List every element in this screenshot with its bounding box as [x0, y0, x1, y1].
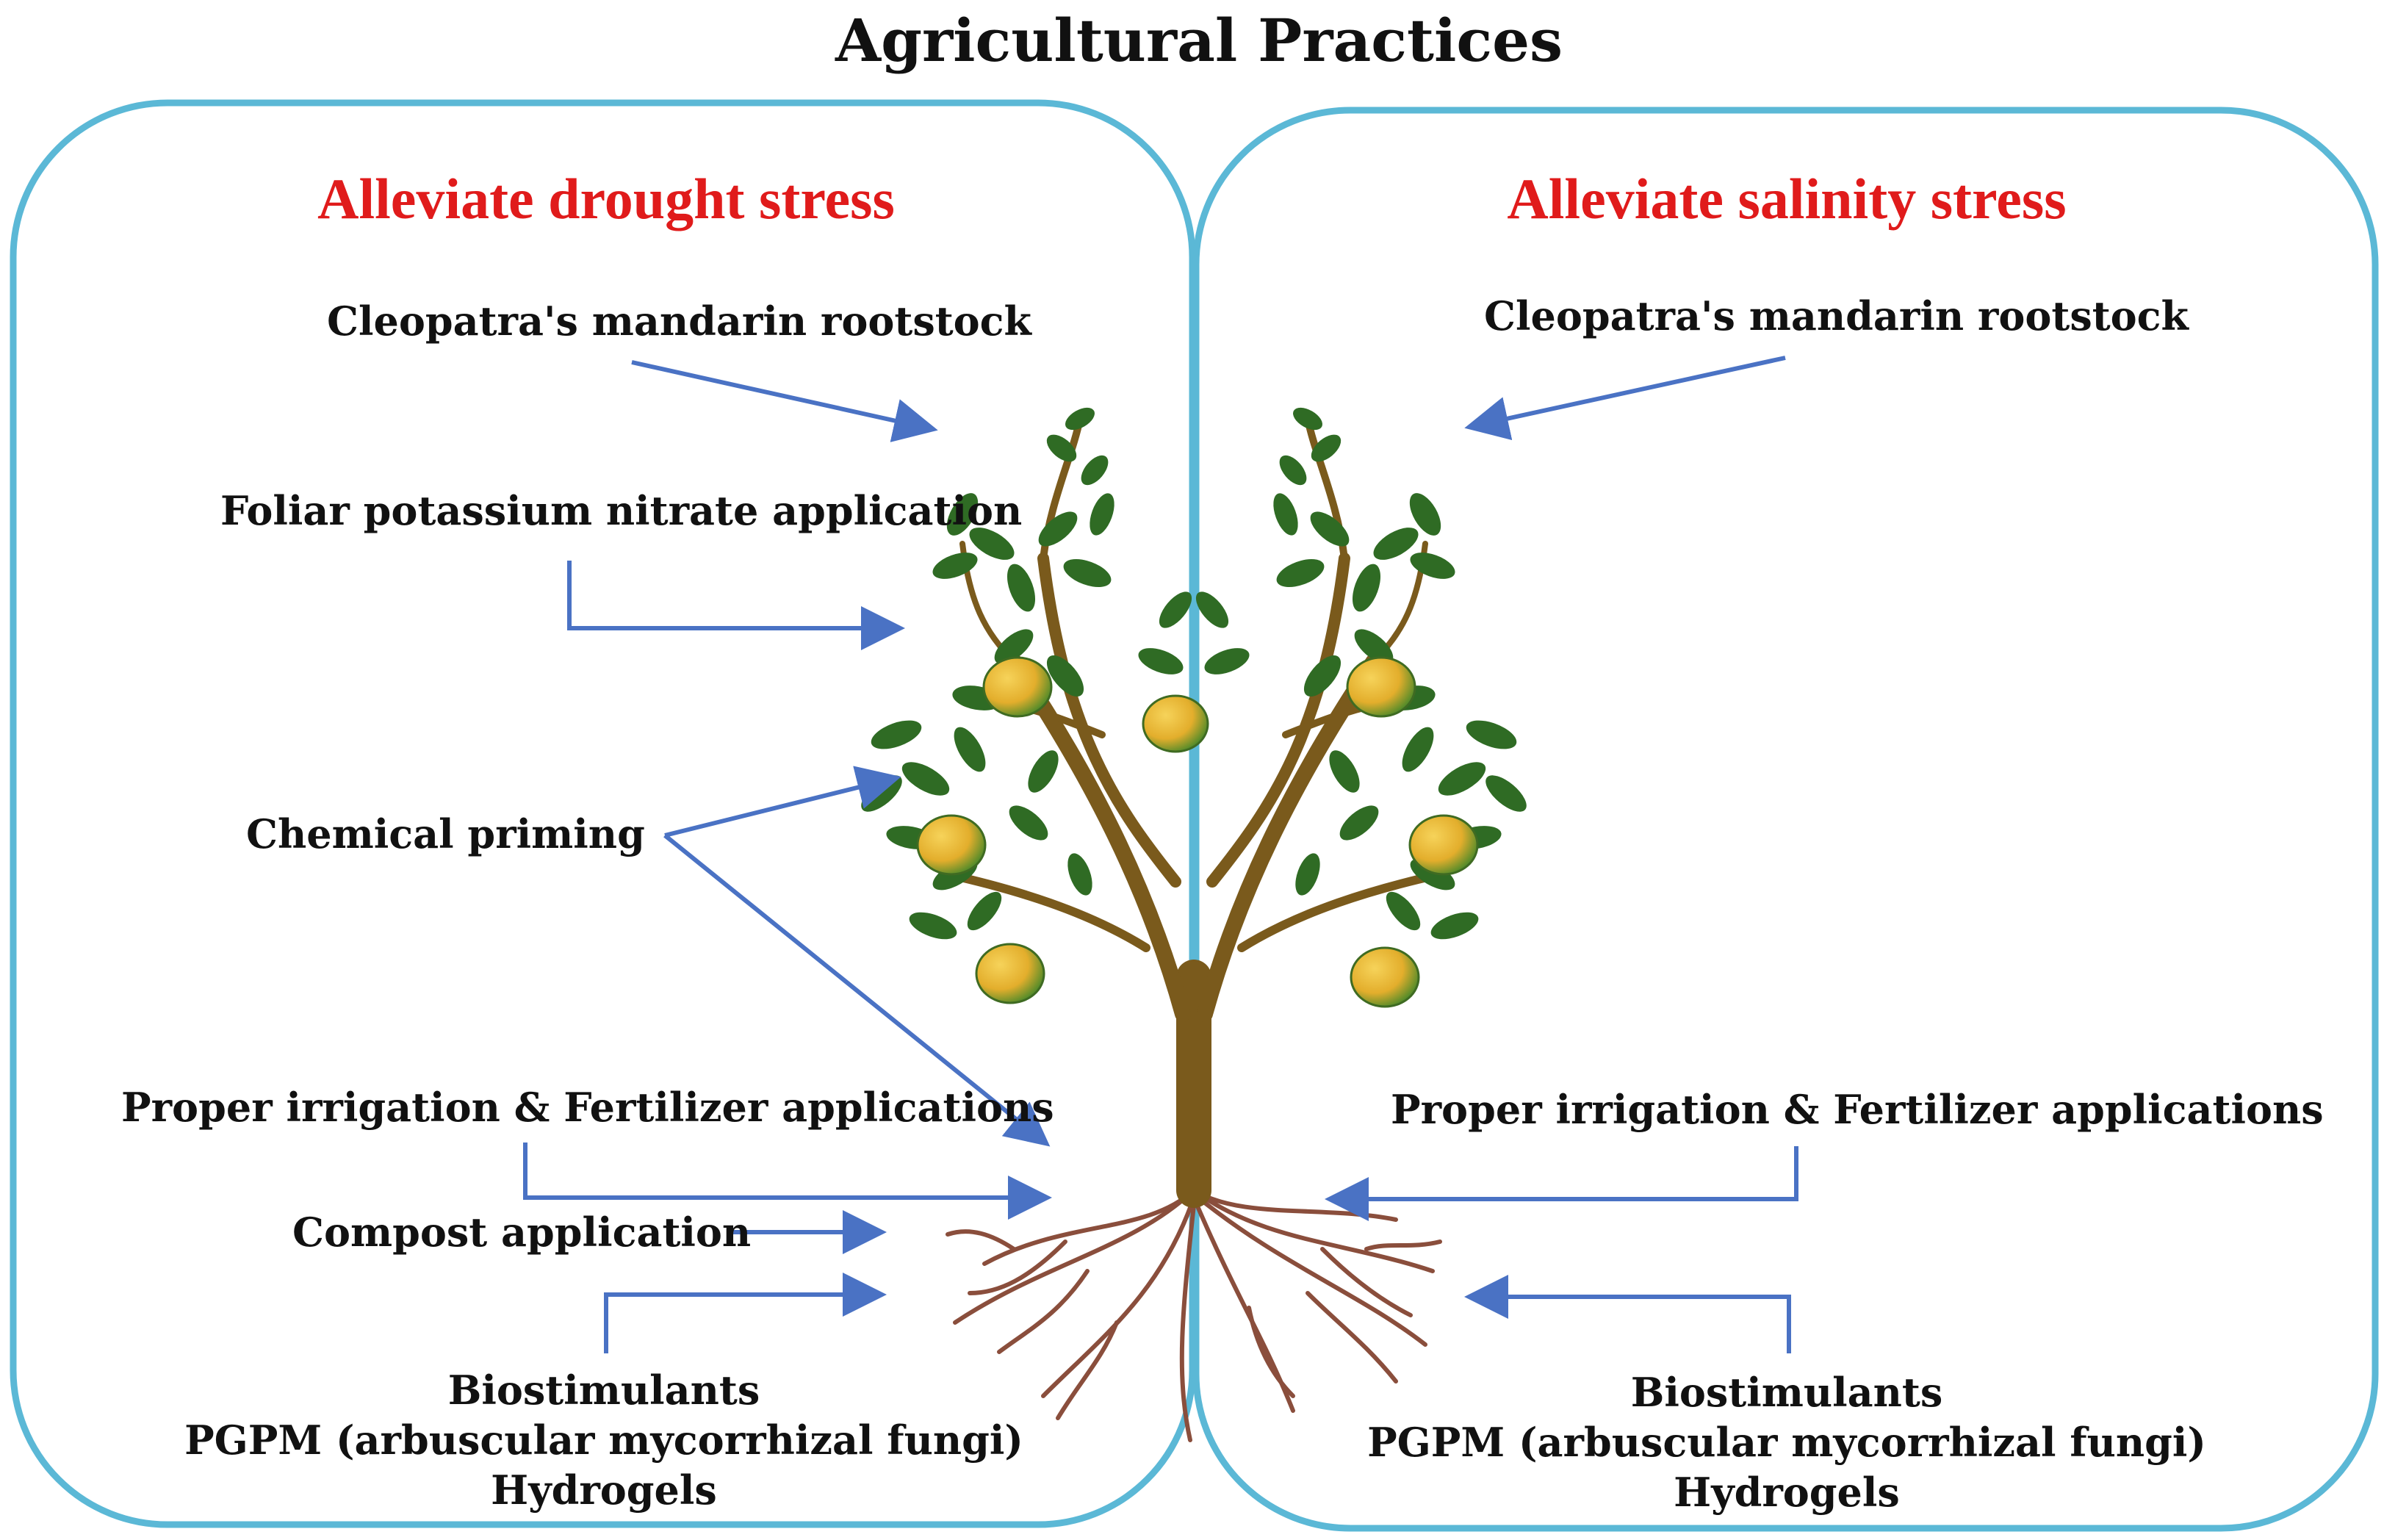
- salinity-irrigation-label: Proper irrigation & Fertilizer applicati…: [1391, 1086, 2324, 1133]
- drought-compost-label: Compost application: [292, 1209, 752, 1256]
- arrow-salinity-bottom: [1464, 1275, 1791, 1353]
- drought-bottom-list: Biostimulants PGPM (arbuscular mycorrhiz…: [184, 1370, 1023, 1520]
- citrus-tree-icon: [861, 407, 1527, 1442]
- drought-priming-label: Chemical priming: [246, 810, 645, 857]
- salinity-pgpm-label: PGPM (arbuscular mycorrhizal fungi): [1367, 1419, 2206, 1466]
- drought-heading: Alleviate drought stress: [317, 167, 895, 231]
- drought-irrigation-label: Proper irrigation & Fertilizer applicati…: [121, 1084, 1054, 1131]
- drought-biostimulants-label: Biostimulants: [447, 1367, 760, 1414]
- arrow-drought-rootstock: [631, 360, 938, 442]
- salinity-panel: [1192, 107, 2379, 1532]
- drought-panel: [10, 99, 1196, 1528]
- arrow-drought-irrigation: [523, 1143, 1052, 1220]
- arrow-drought-bottom: [604, 1273, 887, 1353]
- salinity-bottom-list: Biostimulants PGPM (arbuscular mycorrhiz…: [1367, 1372, 2206, 1522]
- salinity-heading: Alleviate salinity stress: [1507, 167, 2067, 231]
- arrow-salinity-rootstock: [1464, 356, 1786, 441]
- arrow-drought-priming-down: [663, 833, 1051, 1147]
- arrow-drought-priming-up: [664, 766, 901, 838]
- drought-foliar-label: Foliar potassium nitrate application: [220, 487, 1023, 534]
- arrow-salinity-irrigation: [1325, 1146, 1798, 1221]
- drought-hydrogels-label: Hydrogels: [491, 1467, 717, 1514]
- page-title: Agricultural Practices: [835, 6, 1563, 75]
- drought-pgpm-label: PGPM (arbuscular mycorrhizal fungi): [184, 1417, 1023, 1464]
- salinity-hydrogels-label: Hydrogels: [1674, 1469, 1900, 1516]
- salinity-rootstock-label: Cleopatra's mandarin rootstock: [1484, 292, 2189, 339]
- root-system-icon: [946, 1188, 1442, 1442]
- salinity-biostimulants-label: Biostimulants: [1630, 1369, 1943, 1416]
- drought-rootstock-label: Cleopatra's mandarin rootstock: [327, 298, 1031, 345]
- arrow-drought-foliar: [567, 561, 905, 650]
